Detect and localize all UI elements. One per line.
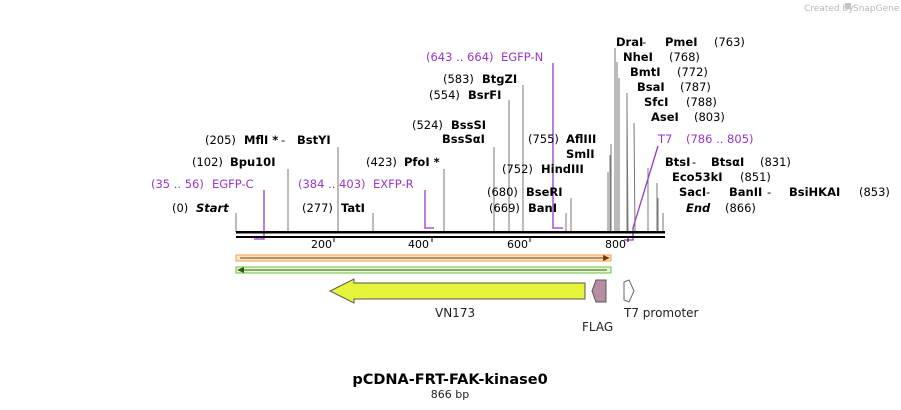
t7-promoter-label: T7 promoter bbox=[623, 306, 699, 320]
site-label-btsi[interactable]: BtsI bbox=[665, 155, 690, 169]
tick-200: 200 bbox=[311, 238, 332, 251]
orf-forward bbox=[235, 254, 612, 262]
site-label-btgzi[interactable]: BtgZI bbox=[482, 72, 517, 86]
site-pos: (787) bbox=[680, 80, 711, 94]
plasmid-name: pCDNA-FRT-FAK-kinase0 bbox=[352, 372, 547, 388]
site-pos: (853) bbox=[859, 185, 890, 199]
site-pos: (772) bbox=[677, 65, 708, 79]
site-label-smli[interactable]: SmlI bbox=[566, 147, 595, 161]
primer-range: (643 .. 664) bbox=[426, 50, 494, 64]
left-sites: (102) Bpu10I (205) MflI * - BstYI (277) … bbox=[192, 72, 596, 215]
site-pos: (423) bbox=[366, 155, 397, 169]
site-pos: (524) bbox=[412, 118, 443, 132]
site-pos: (680) bbox=[487, 185, 518, 199]
site-label-mfli[interactable]: MflI * bbox=[244, 133, 278, 147]
primer-label-t7[interactable]: T7 bbox=[657, 132, 672, 146]
site-label-tati[interactable]: TatI bbox=[341, 201, 365, 215]
site-label-bsssi[interactable]: BssSI bbox=[451, 118, 486, 132]
site-label-bstyi[interactable]: BstYI bbox=[297, 133, 331, 147]
flag-label: FLAG bbox=[582, 320, 613, 334]
site-pos: (851) bbox=[740, 170, 771, 184]
orf-reverse bbox=[235, 266, 612, 274]
site-label-bmti[interactable]: BmtI bbox=[630, 65, 661, 79]
site-pos: (554) bbox=[429, 88, 460, 102]
start-label: Start bbox=[196, 201, 229, 215]
end-label: End bbox=[686, 201, 711, 215]
site-label-btssai[interactable]: BtsαI bbox=[711, 155, 744, 169]
feature-flag[interactable]: FLAG bbox=[582, 279, 613, 334]
site-pos: (669) bbox=[489, 201, 520, 215]
site-label-sfci[interactable]: SfcI bbox=[644, 95, 668, 109]
tick-400: 400 bbox=[408, 238, 429, 251]
site-label-bsihkai[interactable]: BsiHKAI bbox=[789, 185, 840, 199]
sfci-line bbox=[626, 107, 629, 233]
site-label-bsai[interactable]: BsaI bbox=[637, 80, 665, 94]
site-pos: (102) bbox=[192, 155, 223, 169]
watermark: Created by SnapGene bbox=[804, 3, 900, 14]
ruler bbox=[333, 238, 629, 242]
end-pos: (866) bbox=[725, 201, 756, 215]
site-label-eco53ki[interactable]: Eco53kI bbox=[672, 170, 723, 184]
site-label-drai[interactable]: DraI bbox=[616, 35, 643, 49]
primer-range: (35 .. 56) bbox=[151, 177, 204, 191]
site-label-bseri[interactable]: BseRI bbox=[526, 185, 563, 199]
site-label-bani[interactable]: BanI bbox=[528, 201, 557, 215]
site-pos: (755) bbox=[528, 132, 559, 146]
site-pos: (831) bbox=[760, 155, 791, 169]
primer-range: (786 .. 805) bbox=[686, 132, 754, 146]
primer-label-egfp-c[interactable]: EGFP-C bbox=[212, 177, 254, 191]
site-label-bpu10i[interactable]: Bpu10I bbox=[230, 155, 275, 169]
t7-primer-arrow bbox=[624, 145, 659, 241]
feature-t7-promoter[interactable]: T7 promoter bbox=[623, 279, 699, 320]
site-label-nhei[interactable]: NheI bbox=[623, 50, 653, 64]
site-pos: (752) bbox=[502, 162, 533, 176]
site-label-hindiii[interactable]: HindIII bbox=[541, 162, 584, 176]
site-label-asei[interactable]: AseI bbox=[651, 110, 679, 124]
watermark-brand: SnapGene bbox=[853, 4, 900, 14]
site-separator: - bbox=[692, 155, 696, 169]
plasmid-length: 866 bp bbox=[431, 388, 469, 401]
flag-arrow bbox=[591, 279, 607, 303]
primer-label-egfp-n[interactable]: EGFP-N bbox=[501, 50, 543, 64]
vn173-arrow bbox=[328, 278, 586, 304]
snapgene-logo-icon bbox=[845, 3, 851, 9]
asei-line bbox=[633, 122, 636, 233]
tick-600: 600 bbox=[507, 238, 528, 251]
site-label-afliii[interactable]: AflIII bbox=[566, 132, 596, 146]
site-label-bssssai[interactable]: BssSαI bbox=[442, 132, 485, 146]
site-separator: - bbox=[642, 35, 646, 49]
site-pos: (277) bbox=[302, 201, 333, 215]
start-pos: (0) bbox=[172, 201, 188, 215]
site-pos: (788) bbox=[686, 95, 717, 109]
site-label-saci[interactable]: SacI bbox=[679, 185, 706, 199]
primer-label-exfp-r[interactable]: EXFP-R bbox=[373, 177, 414, 191]
egfp-n-primer-arrow bbox=[552, 63, 563, 229]
egfp-c-primer-arrow bbox=[254, 190, 265, 240]
site-separator: - bbox=[281, 133, 285, 147]
primer-range: (384 .. 403) bbox=[298, 177, 366, 191]
vn173-label: VN173 bbox=[435, 306, 475, 320]
site-separator: - bbox=[706, 185, 710, 199]
site-pos: (803) bbox=[694, 110, 725, 124]
exfp-r-primer-arrow bbox=[424, 190, 434, 229]
right-sites: DraI - PmeI (763) NheI (768) BmtI (772) … bbox=[616, 35, 890, 199]
site-separator: - bbox=[767, 185, 771, 199]
site-pos: (768) bbox=[669, 50, 700, 64]
watermark-text: Created by bbox=[804, 4, 854, 14]
site-label-pfoi[interactable]: PfoI * bbox=[404, 155, 440, 169]
backbone bbox=[236, 231, 665, 238]
site-lines bbox=[235, 48, 664, 233]
site-label-pmei[interactable]: PmeI bbox=[665, 35, 698, 49]
site-label-banii[interactable]: BanII bbox=[729, 185, 762, 199]
feature-vn173[interactable]: VN173 bbox=[328, 278, 586, 320]
primer-labels: (35 .. 56) EGFP-C (384 .. 403) EXFP-R (6… bbox=[151, 50, 754, 191]
site-pos: (583) bbox=[443, 72, 474, 86]
t7-promoter-arrow bbox=[623, 279, 635, 303]
site-label-bsrfi[interactable]: BsrFI bbox=[468, 88, 501, 102]
site-pos: (763) bbox=[714, 35, 745, 49]
site-pos: (205) bbox=[205, 133, 236, 147]
tick-800: 800 bbox=[605, 238, 626, 251]
